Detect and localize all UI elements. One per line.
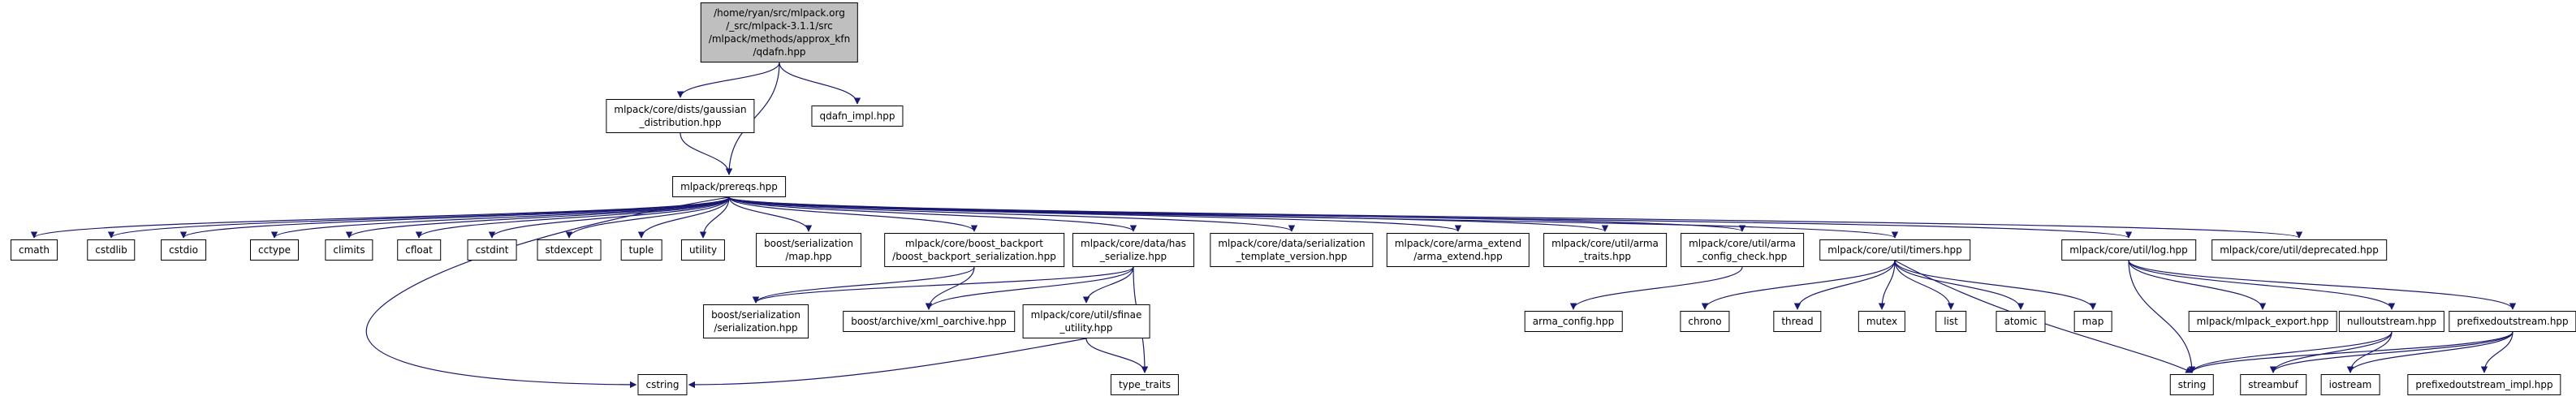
node-prefixedoutstream_impl[interactable]: prefixedoutstream_impl.hpp (2407, 374, 2561, 395)
edge-timers-map (1894, 260, 2097, 310)
edge-prereqs-cfloat (415, 196, 730, 239)
edge-prereqs-has_serialize (728, 196, 1137, 232)
node-boost_backport_serialization[interactable]: mlpack/core/boost_backport /boost_backpo… (884, 233, 1064, 267)
edge-log-string (2128, 260, 2196, 373)
node-nulloutstream[interactable]: nulloutstream.hpp (2338, 311, 2445, 332)
node-prefixedoutstream[interactable]: prefixedoutstream.hpp (2449, 311, 2576, 332)
node-iostream: iostream (2320, 374, 2380, 395)
node-cstdint: cstdint (467, 239, 517, 261)
node-log[interactable]: mlpack/core/util/log.hpp (2061, 239, 2196, 261)
edge-prefixedoutstream-string (2188, 331, 2513, 373)
node-arma_config[interactable]: arma_config.hpp (1524, 311, 1623, 332)
node-atomic: atomic (1996, 311, 2046, 332)
node-arma_config_check[interactable]: mlpack/core/util/arma _config_check.hpp (1681, 233, 1804, 267)
edge-has_serialize-serialization (752, 266, 1134, 304)
edge-prereqs-arma_traits (728, 196, 1608, 232)
node-serialization_template_version[interactable]: mlpack/core/data/serialization _template… (1210, 233, 1374, 267)
edge-prereqs-cstdio (180, 196, 730, 239)
node-cstring: cstring (637, 374, 688, 395)
node-cstdio: cstdio (161, 239, 206, 261)
edge-log-nulloutstream (2128, 260, 2396, 310)
node-serialization: boost/serialization /serialization.hpp (703, 304, 809, 338)
node-thread: thread (1773, 311, 1822, 332)
node-cfloat: cfloat (397, 239, 441, 261)
edge-qdafn-gaussian_distribution (676, 62, 780, 98)
edge-timers-string (1894, 260, 2193, 373)
node-climits: climits (325, 239, 373, 261)
node-tuple: tuple (620, 239, 662, 261)
node-chrono: chrono (1680, 311, 1730, 332)
edge-has_serialize-xml_oarchive (925, 266, 1134, 310)
edge-prefixedoutstream-prefixedoutstream_impl (2480, 331, 2513, 373)
edge-log-prefixedoutstream (2128, 260, 2517, 310)
edge-prereqs-cstring (365, 196, 730, 389)
edge-boost_backport_serialization-serialization (752, 266, 975, 304)
node-qdafn_impl[interactable]: qdafn_impl.hpp (811, 106, 904, 127)
node-arma_traits[interactable]: mlpack/core/util/arma _traits.hpp (1543, 233, 1667, 267)
edge-prereqs-utility (699, 196, 730, 239)
edge-prereqs-cstdint (488, 196, 730, 239)
edge-arma_config_check-arma_config (1569, 266, 1743, 310)
node-string: string (2169, 374, 2215, 395)
edge-prereqs-serialization_template_version (728, 196, 1295, 232)
node-cmath: cmath (11, 239, 58, 261)
edge-prereqs-boost_serialization_map (728, 196, 813, 232)
node-boost_serialization_map: boost/serialization /map.hpp (756, 233, 861, 267)
edge-sfinae_utility-type_traits (1085, 338, 1149, 373)
edge-prereqs-stdexcept (565, 196, 730, 239)
edge-log-mlpack_export (2128, 260, 2267, 310)
node-timers[interactable]: mlpack/core/util/timers.hpp (1819, 239, 1970, 261)
edge-timers-thread (1793, 260, 1896, 310)
edge-qdafn-qdafn_impl (779, 62, 861, 105)
node-mutex: mutex (1858, 311, 1906, 332)
node-type_traits: type_traits (1110, 374, 1180, 395)
node-map: map (2073, 311, 2112, 332)
node-prereqs[interactable]: mlpack/prereqs.hpp (672, 176, 786, 197)
edge-prereqs-climits (345, 196, 730, 239)
edge-prereqs-log (728, 196, 2132, 239)
edge-timers-mutex (1878, 260, 1896, 310)
edge-gaussian_distribution-prereqs (680, 132, 733, 175)
node-cstdlib: cstdlib (87, 239, 136, 261)
edge-prereqs-tuple (637, 196, 730, 239)
node-streambuf: streambuf (2240, 374, 2306, 395)
edge-sfinae_utility-cstring (688, 338, 1087, 389)
node-stdexcept: stdexcept (537, 239, 602, 261)
edge-prereqs-deprecated (728, 196, 2302, 239)
node-qdafn: /home/ryan/src/mlpack.org /_src/mlpack-3… (700, 2, 859, 62)
node-has_serialize[interactable]: mlpack/core/data/has _serialize.hpp (1072, 233, 1194, 267)
edge-prefixedoutstream-streambuf (2269, 331, 2513, 373)
edge-prefixedoutstream-iostream (2346, 331, 2513, 373)
edge-timers-atomic (1894, 260, 2025, 310)
edge-has_serialize-sfinae_utility (1082, 266, 1134, 304)
node-xml_oarchive: boost/archive/xml_oarchive.hpp (843, 311, 1015, 332)
edge-timers-chrono (1701, 260, 1896, 310)
edge-prereqs-arma_extend (728, 196, 1461, 232)
node-arma_extend[interactable]: mlpack/core/arma_extend /arma_extend.hpp (1386, 233, 1530, 267)
edge-nulloutstream-string (2188, 331, 2393, 373)
node-list: list (1935, 311, 1966, 332)
node-utility: utility (680, 239, 726, 261)
edge-prereqs-cmath (31, 196, 730, 239)
node-mlpack_export[interactable]: mlpack/mlpack_export.hpp (2188, 311, 2337, 332)
edge-prereqs-timers (728, 196, 1898, 239)
edge-prereqs-cctype (270, 196, 730, 239)
node-deprecated[interactable]: mlpack/core/util/deprecated.hpp (2211, 239, 2387, 261)
node-gaussian_distribution[interactable]: mlpack/core/dists/gaussian _distribution… (606, 99, 755, 133)
edge-timers-list (1894, 260, 1955, 310)
edge-nulloutstream-streambuf (2269, 331, 2393, 373)
edge-prereqs-boost_backport_serialization (728, 196, 978, 232)
node-cctype: cctype (249, 239, 300, 261)
node-sfinae_utility[interactable]: mlpack/core/util/sfinae _utility.hpp (1022, 304, 1150, 338)
